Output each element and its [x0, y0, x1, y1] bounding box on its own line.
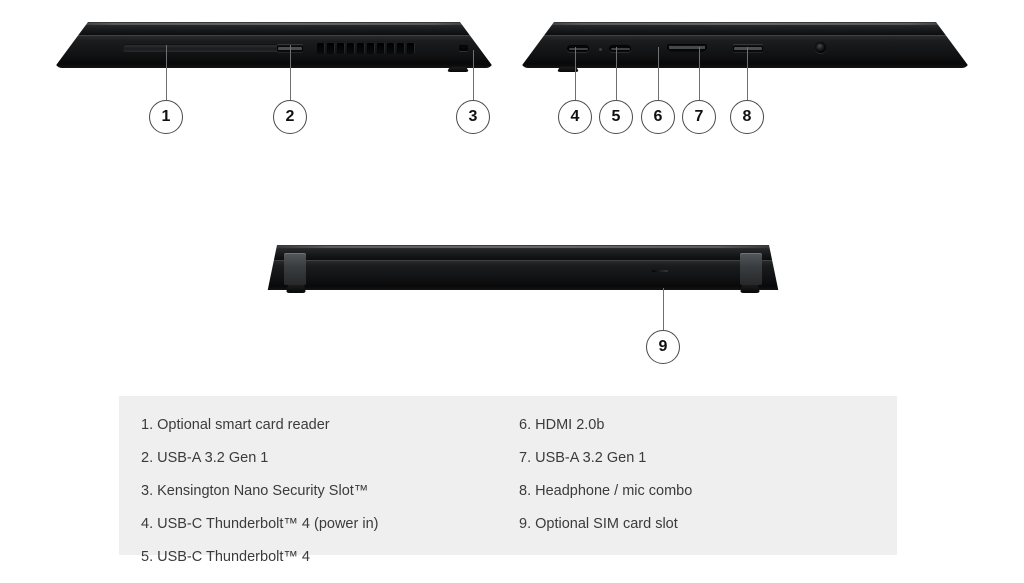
leader-line-7: [699, 47, 700, 100]
hdmi-port: [667, 44, 707, 52]
sim-card-slot: [652, 270, 668, 272]
right-side-view: [520, 22, 970, 72]
leader-line-2: [290, 45, 291, 100]
rubber-foot: [447, 67, 469, 72]
legend-item: 2. USB-A 3.2 Gen 1: [141, 450, 269, 466]
rubber-foot: [557, 67, 579, 72]
rear-foot-left: [286, 285, 306, 293]
laptop-base-edge: [521, 35, 969, 72]
headphone-jack: [815, 42, 826, 53]
laptop-lid-rear: [256, 245, 790, 261]
callout-7[interactable]: 7: [682, 100, 716, 134]
laptop-base-rear: [256, 260, 790, 290]
leader-line-1: [166, 45, 167, 100]
leader-line-4: [575, 47, 576, 100]
rear-foot-right: [740, 285, 760, 293]
legend-item: 4. USB-C Thunderbolt™ 4 (power in): [141, 516, 379, 532]
rear-view: [255, 245, 791, 293]
vent-grille: [317, 43, 414, 54]
legend-column-right: 6. HDMI 2.0b 7. USB-A 3.2 Gen 1 8. Headp…: [499, 418, 879, 583]
leader-line-9: [663, 288, 664, 330]
usb-a-port-right: [733, 44, 763, 52]
callout-1[interactable]: 1: [149, 100, 183, 134]
legend-item: 8. Headphone / mic combo: [519, 483, 693, 499]
legend-item: 3. Kensington Nano Security Slot™: [141, 483, 369, 499]
smart-card-reader-slot: [123, 44, 303, 51]
callout-6[interactable]: 6: [641, 100, 675, 134]
power-led-indicator: [599, 48, 602, 51]
kensington-lock-slot: [459, 45, 468, 51]
hinge-block-right: [740, 253, 762, 285]
callout-2[interactable]: 2: [273, 100, 307, 134]
callout-5[interactable]: 5: [599, 100, 633, 134]
callout-4[interactable]: 4: [558, 100, 592, 134]
leader-line-5: [616, 47, 617, 100]
legend-item: 6. HDMI 2.0b: [519, 417, 605, 433]
leader-line-6: [658, 47, 659, 100]
legend-column-left: 1. Optional smart card reader 2. USB-A 3…: [119, 418, 499, 583]
callout-9[interactable]: 9: [646, 330, 680, 364]
callout-8[interactable]: 8: [730, 100, 764, 134]
legend-item: 5. USB-C Thunderbolt™ 4: [141, 549, 310, 565]
laptop-lid-edge: [521, 22, 969, 36]
left-side-view: [54, 22, 494, 72]
hinge-block-left: [284, 253, 306, 285]
leader-line-8: [747, 47, 748, 100]
usb-c-thunderbolt-port: [609, 45, 631, 52]
legend-item: 9. Optional SIM card slot: [519, 516, 678, 532]
leader-line-3: [473, 50, 474, 100]
laptop-lid-edge: [55, 22, 493, 36]
callout-3[interactable]: 3: [456, 100, 490, 134]
legend-panel: 1. Optional smart card reader 2. USB-A 3…: [119, 396, 897, 564]
usb-c-thunderbolt-port-power: [567, 45, 589, 52]
legend-item: 7. USB-A 3.2 Gen 1: [519, 450, 647, 466]
laptop-base-edge: [55, 35, 493, 72]
legend-item: 1. Optional smart card reader: [141, 417, 330, 433]
